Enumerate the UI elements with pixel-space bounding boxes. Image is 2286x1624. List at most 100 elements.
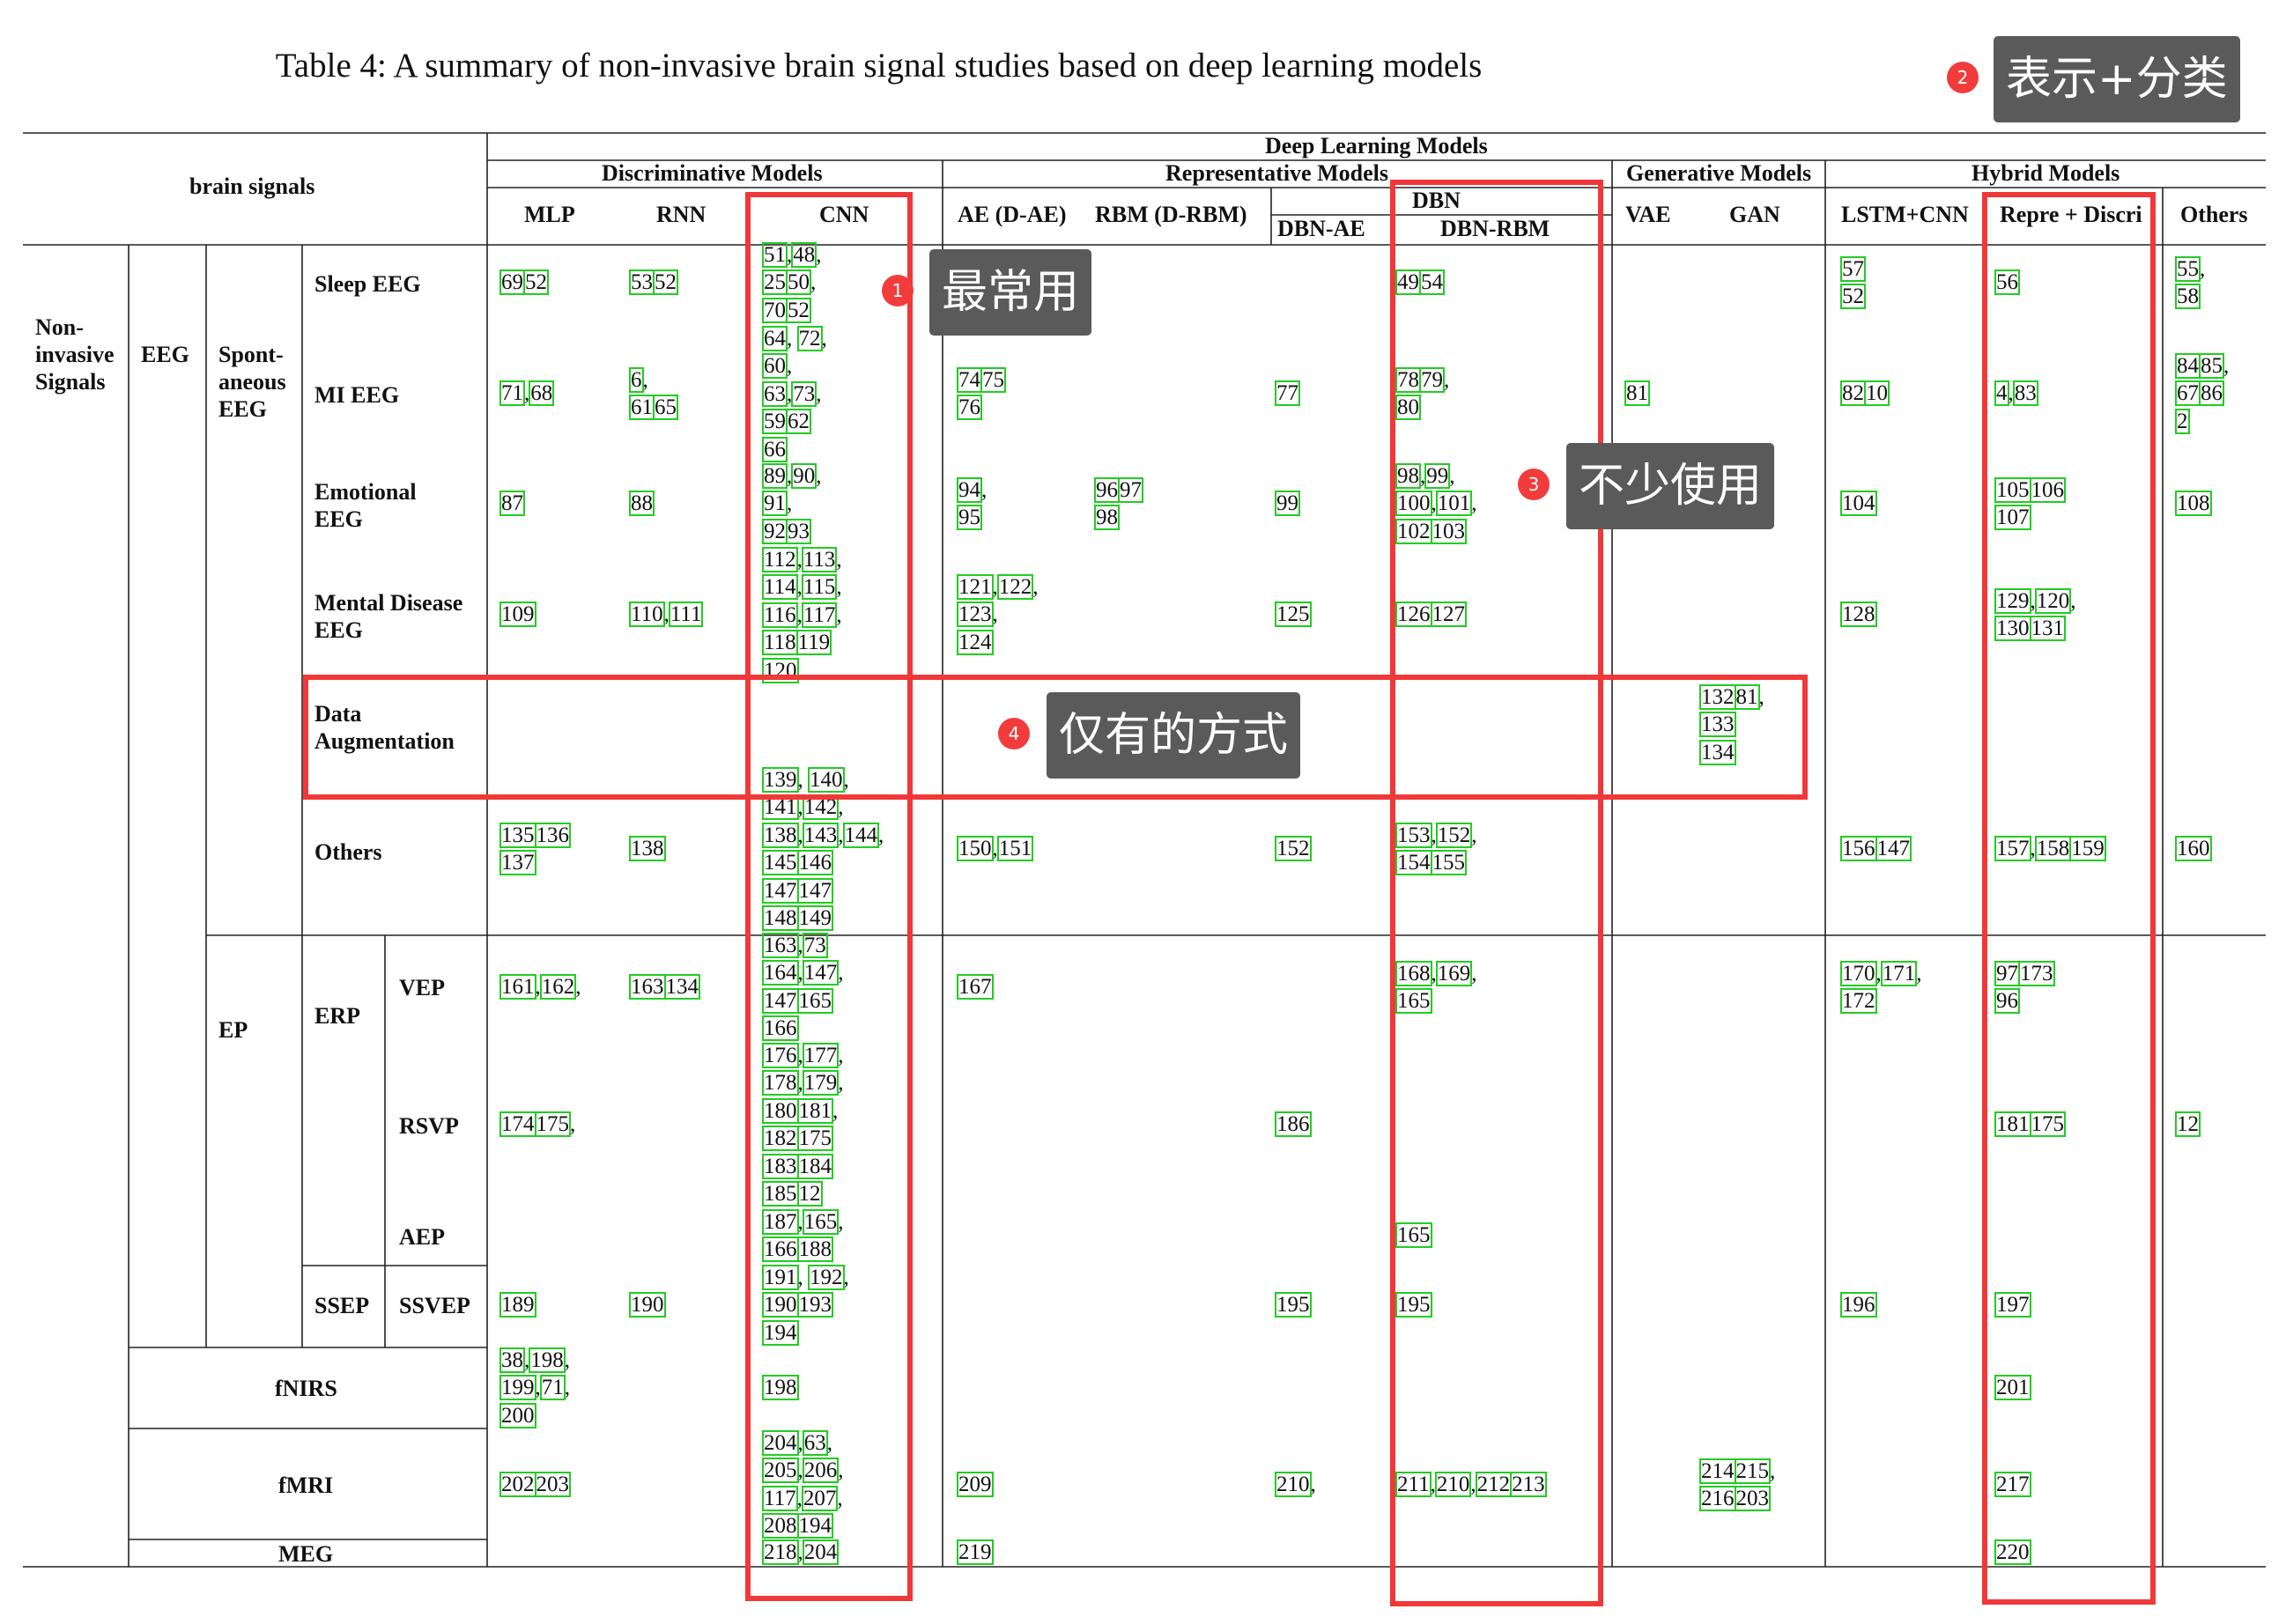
citation-ref[interactable]: 186	[1275, 1111, 1312, 1137]
citation-ref[interactable]: 134	[663, 974, 700, 1000]
citation-ref[interactable]: 113	[801, 547, 838, 572]
citation-ref[interactable]: 12	[796, 1181, 823, 1207]
citation-ref[interactable]: 195	[1275, 1292, 1312, 1318]
citation-ref[interactable]: 169	[1435, 961, 1473, 986]
citation-ref[interactable]: 114	[762, 574, 798, 601]
citation-ref[interactable]: 199	[499, 1375, 536, 1401]
citation-ref[interactable]: 92	[762, 518, 788, 544]
citation-ref[interactable]: 77	[1275, 380, 1300, 406]
citation-ref[interactable]: 51	[762, 242, 788, 268]
citation-ref[interactable]: 134	[1699, 739, 1736, 765]
citation-ref[interactable]: 172	[1840, 988, 1877, 1015]
citation-ref[interactable]: 52	[653, 269, 678, 295]
citation-ref[interactable]: 178	[762, 1070, 799, 1096]
citation-ref[interactable]: 78	[1395, 367, 1421, 393]
citation-ref[interactable]: 163	[762, 933, 799, 958]
citation-ref[interactable]: 117	[801, 602, 838, 628]
citation-ref[interactable]: 164	[762, 960, 799, 986]
citation-ref[interactable]: 74	[957, 367, 982, 393]
citation-ref[interactable]: 61	[629, 395, 655, 421]
citation-ref[interactable]: 214	[1699, 1458, 1736, 1484]
citation-ref[interactable]: 102	[1395, 518, 1432, 544]
citation-ref[interactable]: 147	[802, 960, 840, 986]
citation-ref[interactable]: 180	[762, 1097, 799, 1124]
citation-ref[interactable]: 153	[1395, 823, 1432, 848]
citation-ref[interactable]: 86	[2199, 380, 2224, 407]
citation-ref[interactable]: 218	[762, 1539, 799, 1565]
citation-ref[interactable]: 58	[2175, 284, 2201, 310]
citation-ref[interactable]: 56	[1994, 269, 2020, 295]
citation-ref[interactable]: 52	[786, 297, 811, 323]
citation-ref[interactable]: 174	[499, 1111, 536, 1137]
citation-ref[interactable]: 145	[762, 850, 799, 876]
citation-ref[interactable]: 120	[2034, 588, 2072, 614]
citation-ref[interactable]: 168	[1395, 961, 1432, 986]
citation-ref[interactable]: 108	[2175, 491, 2212, 516]
citation-ref[interactable]: 50	[786, 269, 811, 296]
citation-ref[interactable]: 66	[762, 436, 788, 462]
citation-ref[interactable]: 202	[499, 1472, 536, 1497]
citation-ref[interactable]: 216	[1699, 1486, 1736, 1512]
citation-ref[interactable]: 97	[1994, 961, 2020, 986]
citation-ref[interactable]: 215	[1734, 1458, 1771, 1484]
citation-ref[interactable]: 140	[808, 767, 845, 793]
citation-ref[interactable]: 139	[762, 767, 799, 793]
citation-ref[interactable]: 57	[1840, 256, 1866, 282]
citation-ref[interactable]: 89	[762, 463, 788, 489]
citation-ref[interactable]: 136	[534, 823, 571, 848]
citation-ref[interactable]: 76	[957, 395, 982, 421]
citation-ref[interactable]: 206	[802, 1458, 840, 1484]
citation-ref[interactable]: 65	[653, 395, 678, 421]
citation-ref[interactable]: 156	[1840, 836, 1877, 861]
citation-ref[interactable]: 165	[796, 987, 833, 1014]
citation-ref[interactable]: 38	[499, 1347, 525, 1373]
citation-ref[interactable]: 63	[762, 380, 788, 407]
citation-ref[interactable]: 170	[1840, 961, 1877, 986]
citation-ref[interactable]: 201	[1994, 1375, 2031, 1400]
citation-ref[interactable]: 72	[796, 326, 823, 351]
citation-ref[interactable]: 116	[762, 602, 798, 628]
citation-ref[interactable]: 91	[762, 491, 788, 517]
citation-ref[interactable]: 176	[762, 1043, 799, 1068]
citation-ref[interactable]: 208	[762, 1513, 799, 1539]
citation-ref[interactable]: 90	[791, 463, 817, 489]
citation-ref[interactable]: 190	[762, 1292, 799, 1318]
citation-ref[interactable]: 6	[629, 367, 644, 393]
citation-ref[interactable]: 122	[996, 574, 1034, 600]
citation-ref[interactable]: 67	[2175, 380, 2201, 407]
citation-ref[interactable]: 185	[762, 1181, 799, 1207]
citation-ref[interactable]: 123	[957, 602, 994, 628]
citation-ref[interactable]: 159	[2069, 836, 2106, 861]
citation-ref[interactable]: 109	[499, 602, 536, 627]
citation-ref[interactable]: 87	[499, 491, 525, 516]
citation-ref[interactable]: 107	[1994, 505, 2031, 531]
citation-ref[interactable]: 94	[957, 477, 982, 503]
citation-ref[interactable]: 100	[1395, 491, 1432, 517]
citation-ref[interactable]: 59	[762, 409, 788, 435]
citation-ref[interactable]: 175	[534, 1111, 571, 1137]
citation-ref[interactable]: 96	[1094, 477, 1120, 503]
citation-ref[interactable]: 194	[762, 1319, 799, 1346]
citation-ref[interactable]: 104	[1840, 491, 1877, 516]
citation-ref[interactable]: 187	[762, 1209, 799, 1235]
citation-ref[interactable]: 135	[499, 823, 536, 848]
citation-ref[interactable]: 25	[762, 269, 788, 296]
citation-ref[interactable]: 147	[796, 877, 833, 904]
citation-ref[interactable]: 165	[1395, 1222, 1432, 1248]
citation-ref[interactable]: 163	[629, 974, 666, 1000]
citation-ref[interactable]: 84	[2175, 353, 2201, 379]
citation-ref[interactable]: 189	[499, 1292, 536, 1318]
citation-ref[interactable]: 81	[1734, 684, 1760, 710]
citation-ref[interactable]: 193	[796, 1292, 833, 1318]
citation-ref[interactable]: 220	[1994, 1539, 2031, 1565]
citation-ref[interactable]: 146	[796, 850, 833, 876]
citation-ref[interactable]: 130	[1994, 616, 2031, 642]
citation-ref[interactable]: 101	[1435, 491, 1473, 517]
citation-ref[interactable]: 64	[762, 326, 788, 351]
citation-ref[interactable]: 149	[796, 905, 833, 932]
citation-ref[interactable]: 97	[1118, 477, 1143, 503]
citation-ref[interactable]: 4	[1994, 380, 2009, 406]
citation-ref[interactable]: 147	[1875, 836, 1912, 861]
citation-ref[interactable]: 182	[762, 1126, 799, 1152]
citation-ref[interactable]: 212	[1475, 1472, 1513, 1497]
